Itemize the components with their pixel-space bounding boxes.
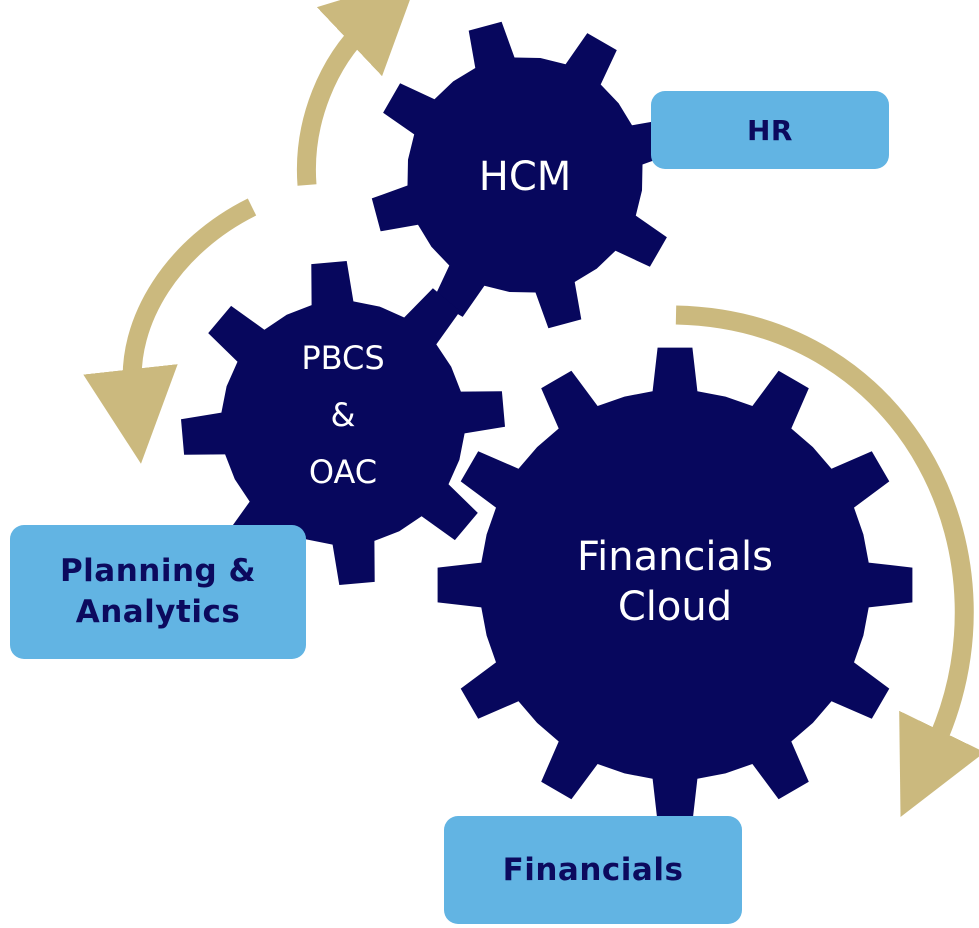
financials-label-box: Financials (444, 816, 742, 924)
hr-label-box: HR (651, 91, 889, 169)
hcm-gear-label: HCM (479, 154, 572, 200)
cycle-arrow-right (675, 305, 979, 818)
pbcs-oac-gear (181, 261, 505, 585)
cycle-arrow-top (296, 0, 419, 186)
hr-label-text: HR (747, 113, 793, 147)
pbcs-gear-label-line2: & (331, 396, 356, 434)
hcm-gear (371, 21, 679, 329)
financials-label-text: Financials (502, 852, 684, 888)
planning-label-line1: Planning & (59, 552, 257, 589)
financials-cloud-gear (437, 347, 913, 823)
financials-cloud-gear-label-line1: Financials (577, 534, 773, 580)
pbcs-gear-label-line1: PBCS (301, 339, 384, 377)
financials-cloud-gear-label-line2: Cloud (618, 584, 732, 630)
pbcs-gear-label-line3: OAC (309, 453, 377, 491)
cycle-arrow-left (83, 198, 257, 464)
planning-analytics-label-box: Planning & Analytics (10, 525, 306, 659)
planning-label-line2: Analytics (75, 594, 241, 630)
